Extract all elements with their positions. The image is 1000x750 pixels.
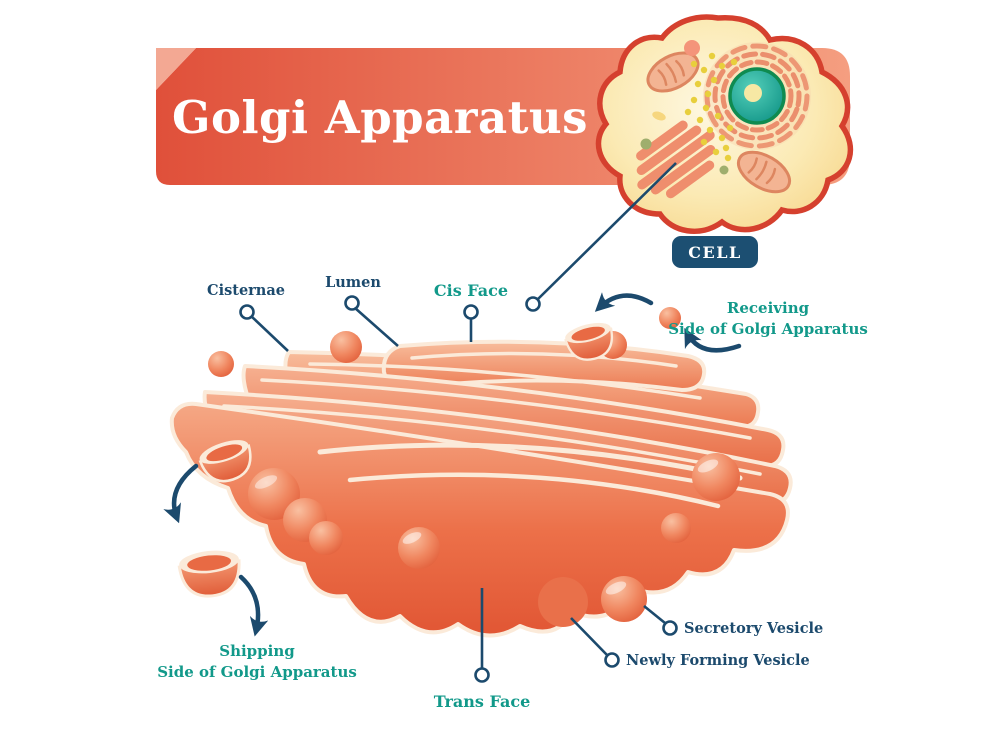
cell-leader-line (525, 162, 677, 312)
mitochondrion-icon (736, 150, 792, 194)
leader-newly-forming (570, 617, 620, 668)
cup-vesicle (564, 322, 613, 361)
nucleus (728, 67, 786, 125)
label-secretory-vesicle: Secretory Vesicle (684, 620, 824, 637)
newly-forming-vesicle-blob (538, 577, 588, 627)
label-receiving-side: Receiving Side of Golgi Apparatus (668, 298, 868, 340)
cell-illustration (525, 14, 854, 312)
label-newly-forming-vesicle: Newly Forming Vesicle (626, 652, 810, 669)
receiving-arrow (594, 292, 654, 312)
banner-fold (156, 48, 196, 90)
receiving-arrow (684, 328, 742, 353)
diagram-title: Golgi Apparatus (172, 91, 588, 144)
nucleolus (744, 84, 762, 102)
vesicle (208, 351, 234, 377)
shipping-arrow (163, 463, 199, 524)
mitochondrion-icon (646, 51, 700, 93)
label-trans-face: Trans Face (433, 692, 531, 711)
leader-secretory (643, 604, 678, 636)
leader-cis-face (463, 304, 479, 342)
other-organelle-dots (640, 40, 729, 175)
label-receiving-line1: Receiving (726, 299, 810, 317)
vesicle (661, 513, 691, 543)
golgi-cisternae-stack (169, 339, 793, 638)
vesicle (692, 453, 740, 501)
leader-cisternae (239, 304, 289, 352)
vesicle (398, 527, 440, 569)
vesicle (330, 331, 362, 363)
vesicle-secretory (601, 576, 647, 622)
receiving-arrows (594, 292, 742, 353)
vesicle (248, 468, 300, 520)
shipping-arrows (163, 463, 269, 637)
vesicle-receiving (659, 307, 681, 329)
label-shipping-line1: Shipping (219, 642, 295, 660)
mini-golgi-icon (636, 120, 716, 199)
label-lumen: Lumen (325, 274, 381, 291)
leader-lumen (344, 295, 399, 347)
transport-cup-vesicles (177, 322, 613, 598)
cell-tag: CELL (672, 236, 758, 268)
leader-trans-face (474, 588, 490, 683)
vesicle (309, 521, 343, 555)
lumen-lines (222, 351, 762, 509)
label-cis-face: Cis Face (433, 281, 509, 300)
leader-lines (239, 295, 678, 683)
cup-vesicle (198, 440, 252, 483)
label-shipping-side: Shipping Side of Golgi Apparatus (157, 641, 357, 683)
cup-vesicle (177, 550, 241, 598)
shipping-arrow (238, 574, 269, 637)
label-receiving-line2: Side of Golgi Apparatus (668, 320, 868, 338)
label-shipping-line2: Side of Golgi Apparatus (157, 663, 357, 681)
label-cisternae: Cisternae (207, 282, 285, 299)
vesicles (208, 307, 740, 622)
ribosome-dots (684, 52, 738, 162)
